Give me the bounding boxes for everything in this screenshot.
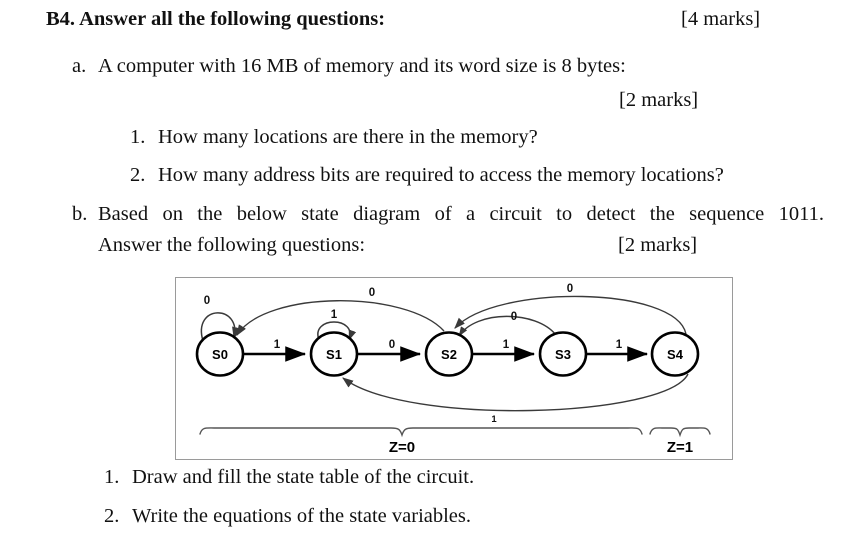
question-number: B4. [46, 8, 76, 30]
part-b-word: a [466, 203, 476, 225]
transition-s0-s0 [200, 312, 241, 342]
state-node-s4[interactable]: S4 [650, 331, 700, 377]
state-node-s0-label: S0 [212, 347, 228, 362]
part-a-marker: a. [72, 55, 87, 77]
transition-s1-s1 [317, 321, 357, 341]
part-b-word: of [434, 203, 452, 225]
output-brace-z1: Z=1 [649, 427, 711, 456]
transition-s3-s2 [458, 315, 557, 337]
transition-s2-s0 [236, 300, 445, 336]
part-b-word: to [556, 203, 573, 225]
transition-label-s3-s4: 1 [616, 339, 623, 351]
part-b-subitem-1: 1. Draw and fill the state table of the … [104, 466, 474, 489]
state-diagram-figure: S0 S1 S2 S3 S4 0 1 1 0 0 [175, 277, 733, 460]
transition-label-s4-s2: 0 [567, 283, 573, 295]
transition-label-s0-s0: 0 [204, 295, 210, 307]
part-b-marks: [2 marks] [618, 234, 698, 256]
part-b: b. Based on the below state diagram of a… [72, 203, 824, 260]
transition-label-s2-s3: 1 [503, 339, 510, 351]
page-title: B4. Answer all the following questions: [46, 8, 385, 32]
part-b-text: Based on the below state diagram of a ci… [98, 203, 824, 226]
question-stem: Answer all the following questions: [79, 8, 386, 30]
part-b-word: sequence [689, 203, 765, 225]
output-brace-z0-label: Z=0 [389, 439, 415, 456]
part-a-subitem-2: 2. How many address bits are required to… [130, 164, 724, 187]
part-b-word: Based [98, 203, 149, 225]
state-node-s3-label: S3 [555, 347, 571, 362]
part-b-line-1: b. Based on the below state diagram of a… [72, 203, 824, 226]
question-marks: [4 marks] [681, 8, 761, 30]
part-b-subitem-2-marker: 2. [104, 505, 120, 527]
transition-label-s1-s2: 0 [389, 339, 395, 351]
part-b-word: circuit [489, 203, 542, 225]
transition-label-s0-s1: 1 [274, 339, 281, 351]
state-node-s4-label: S4 [667, 347, 684, 362]
transition-label-s3-s2: 0 [511, 311, 517, 323]
part-b-word: on [162, 203, 183, 225]
transition-label-s4-s1: 1 [491, 414, 497, 425]
part-a-marks: [2 marks] [619, 89, 699, 111]
part-a-subitem-1-text: How many locations are there in the memo… [158, 126, 538, 148]
part-b-word: detect [586, 203, 636, 225]
part-b-word: below [236, 203, 287, 225]
state-diagram-svg: S0 S1 S2 S3 S4 0 1 1 0 0 [195, 283, 711, 456]
part-b-line-2: Answer the following questions: [2 marks… [72, 234, 824, 260]
part-a-subitem-1-marker: 1. [130, 126, 146, 148]
transition-label-s1-s1: 1 [331, 309, 338, 321]
state-node-s2-label: S2 [441, 347, 457, 362]
output-brace-z0: Z=0 [199, 427, 643, 456]
transition-s4-s1 [342, 373, 689, 412]
part-b-subitem-1-marker: 1. [104, 466, 120, 488]
part-a-text: A computer with 16 MB of memory and its … [98, 55, 626, 77]
part-a-subitem-1: 1. How many locations are there in the m… [130, 126, 538, 149]
state-node-s1-label: S1 [326, 347, 342, 362]
part-b-word: state [301, 203, 339, 225]
part-b-word: the [649, 203, 675, 225]
transition-s4-s2 [454, 295, 687, 335]
part-a: a. A computer with 16 MB of memory and i… [72, 55, 626, 78]
part-b-word: diagram [353, 203, 421, 225]
part-a-subitem-2-text: How many address bits are required to ac… [158, 164, 724, 186]
part-b-subitem-2-text: Write the equations of the state variabl… [132, 505, 472, 527]
state-node-s1[interactable]: S1 [309, 331, 359, 377]
part-b-word: the [197, 203, 223, 225]
part-b-marker: b. [72, 203, 88, 225]
state-node-s2[interactable]: S2 [424, 331, 474, 377]
part-b-subitem-1-text: Draw and fill the state table of the cir… [132, 466, 475, 488]
part-a-subitem-2-marker: 2. [130, 164, 146, 186]
state-node-s0[interactable]: S0 [195, 331, 245, 377]
part-b-word: 1011. [778, 203, 824, 225]
state-node-s3[interactable]: S3 [538, 331, 588, 377]
output-brace-z1-label: Z=1 [667, 439, 693, 456]
transition-label-s2-s0: 0 [369, 287, 375, 299]
part-b-text-line2: Answer the following questions: [98, 234, 366, 256]
part-b-subitem-2: 2. Write the equations of the state vari… [104, 505, 471, 528]
